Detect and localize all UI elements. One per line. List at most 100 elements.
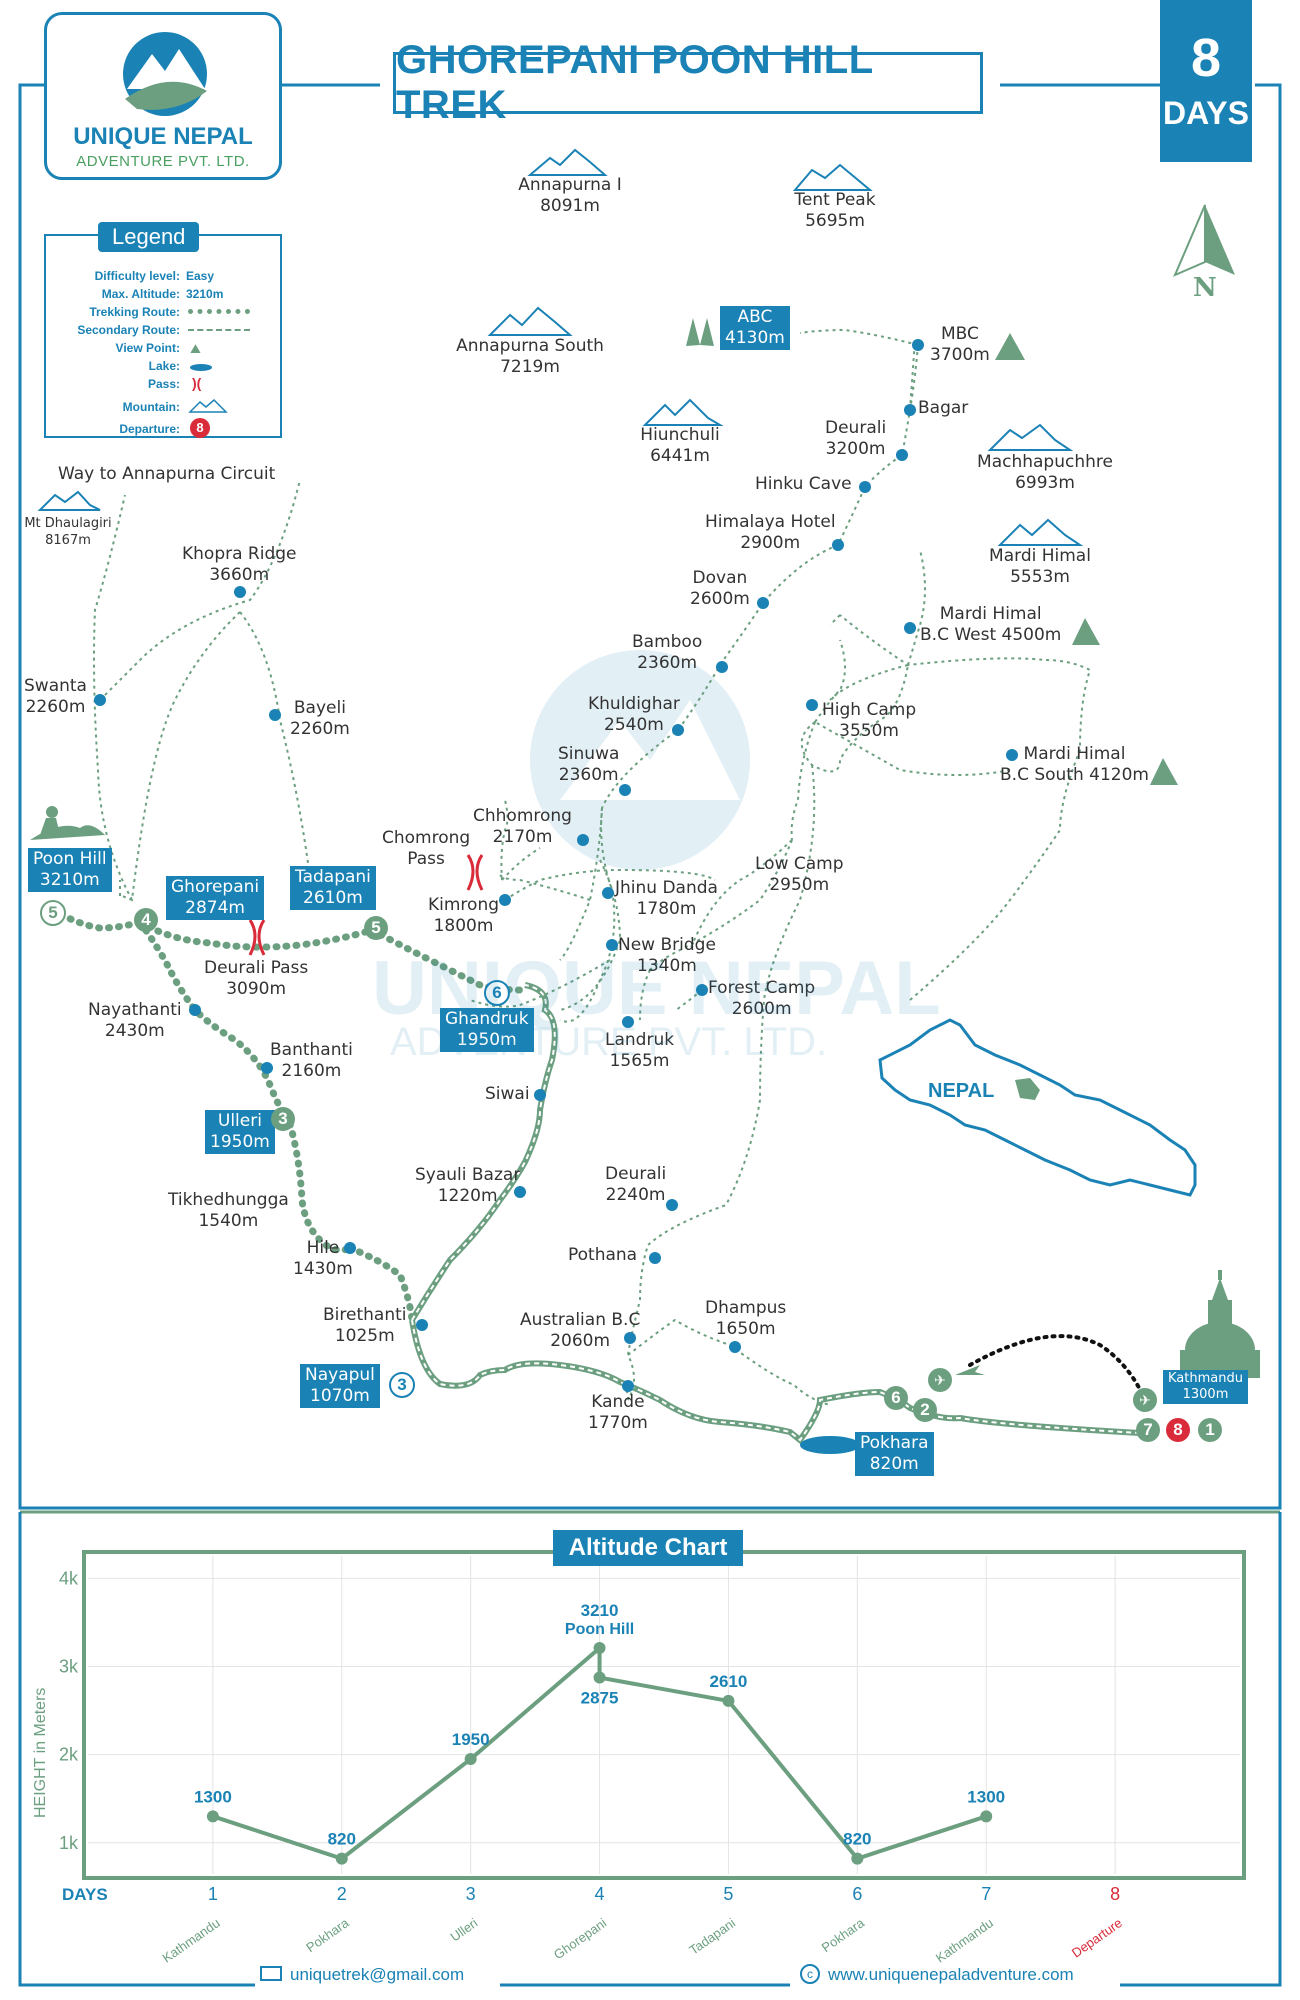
- legend: Legend Difficulty level: Easy Max. Altit…: [44, 222, 282, 438]
- legend-label-trekking-route: Trekking Route:: [89, 305, 180, 319]
- chart-data-point: [722, 1694, 735, 1707]
- jeep-road: [409, 982, 1141, 1445]
- logo-name: UNIQUE NEPAL: [73, 123, 253, 150]
- chart-data-point: [851, 1852, 864, 1865]
- chart-data-label: 1300: [967, 1787, 1005, 1806]
- company-logo: UNIQUE NEPAL ADVENTURE PVT. LTD.: [44, 12, 282, 180]
- region-highlight: [1015, 1078, 1040, 1100]
- chart-y-axis-label: HEIGHT in Meters: [32, 1688, 49, 1818]
- legend-title: Legend: [98, 222, 200, 252]
- chart-peak-label: Poon Hill: [565, 1621, 634, 1638]
- chart-day-name: Kathmandu: [933, 1915, 996, 1965]
- days-label: DAYS: [1163, 94, 1249, 131]
- chart-data-point: [593, 1642, 606, 1655]
- legend-label-lake: Lake:: [148, 359, 180, 373]
- page-title: GHOREPANI POON HILL TREK: [396, 38, 873, 127]
- day-marker-5-poon-hill: 5: [40, 900, 66, 926]
- legend-mountain-icon: [188, 398, 228, 413]
- chart-x-tick-label: 5: [723, 1884, 733, 1904]
- chart-grid: [88, 1556, 1240, 1874]
- chart-data-point: [206, 1810, 219, 1823]
- chart-day-name: Ghorepani: [551, 1915, 609, 1962]
- chart-x-tick-label: 1: [208, 1884, 218, 1904]
- chart-data-label: 3210: [581, 1601, 619, 1620]
- label-way-to-circuit: Way to Annapurna Circuit: [58, 464, 276, 484]
- watermark-text: UNIQUE NEPAL: [372, 946, 941, 1031]
- chart-data-label: 2875: [581, 1689, 619, 1708]
- chart-data-label: 2610: [710, 1672, 748, 1691]
- chart-title: Altitude Chart: [553, 1530, 743, 1566]
- legend-label-secondary-route: Secondary Route:: [77, 323, 180, 337]
- legend-label-mountain: Mountain:: [122, 400, 180, 414]
- tent-icons: [686, 318, 1178, 785]
- place-bagar: Bagar: [918, 398, 969, 418]
- chart-day-name: Pokhara: [303, 1915, 352, 1956]
- footer-email[interactable]: uniquetrek@gmail.com: [290, 1965, 465, 1984]
- chart-x-tick-label: 4: [595, 1884, 605, 1904]
- chart-data-label: 1950: [452, 1730, 490, 1749]
- legend-value-altitude: 3210m: [186, 287, 224, 301]
- day-marker-7: 7: [1136, 1418, 1160, 1442]
- legend-label-pass: Pass:: [147, 377, 180, 391]
- legend-label-altitude: Max. Altitude:: [101, 287, 180, 301]
- chart-x-tick-label: 6: [852, 1884, 862, 1904]
- legend-label-difficulty: Difficulty level:: [94, 269, 180, 283]
- logo-icon: [123, 32, 207, 116]
- chart-data-label: 820: [843, 1830, 871, 1849]
- logo-subtitle: ADVENTURE PVT. LTD.: [76, 153, 250, 170]
- view-point-icon: [30, 806, 105, 840]
- chart-x-tick-label: 7: [981, 1884, 991, 1904]
- chart-data-point: [980, 1810, 993, 1823]
- legend-value-difficulty: Easy: [186, 269, 215, 283]
- footer-website[interactable]: www.uniquenepaladventure.com: [828, 1965, 1074, 1984]
- legend-departure-marker: 8: [190, 418, 210, 438]
- chart-y-tick-label: 2k: [59, 1745, 79, 1765]
- day-marker-5: 5: [364, 916, 388, 940]
- day-marker-3: 3: [271, 1107, 295, 1131]
- nepal-label: NEPAL: [928, 1080, 995, 1102]
- legend-label-view-point: View Point:: [115, 341, 180, 355]
- chart-x-tick-label: 8: [1110, 1884, 1120, 1904]
- chart-data-point: [593, 1671, 606, 1684]
- chart-x-ticks: 1Kathmandu2Pokhara3Ulleri4Ghorepani5Tada…: [160, 1884, 1125, 1966]
- north-arrow-icon: [1173, 204, 1235, 277]
- flight-path: [968, 1334, 1147, 1402]
- legend-secondary-route-swatch: [188, 329, 250, 331]
- airport-icon: ✈: [1133, 1388, 1157, 1412]
- day-marker-3-nayapul: 3: [389, 1372, 415, 1398]
